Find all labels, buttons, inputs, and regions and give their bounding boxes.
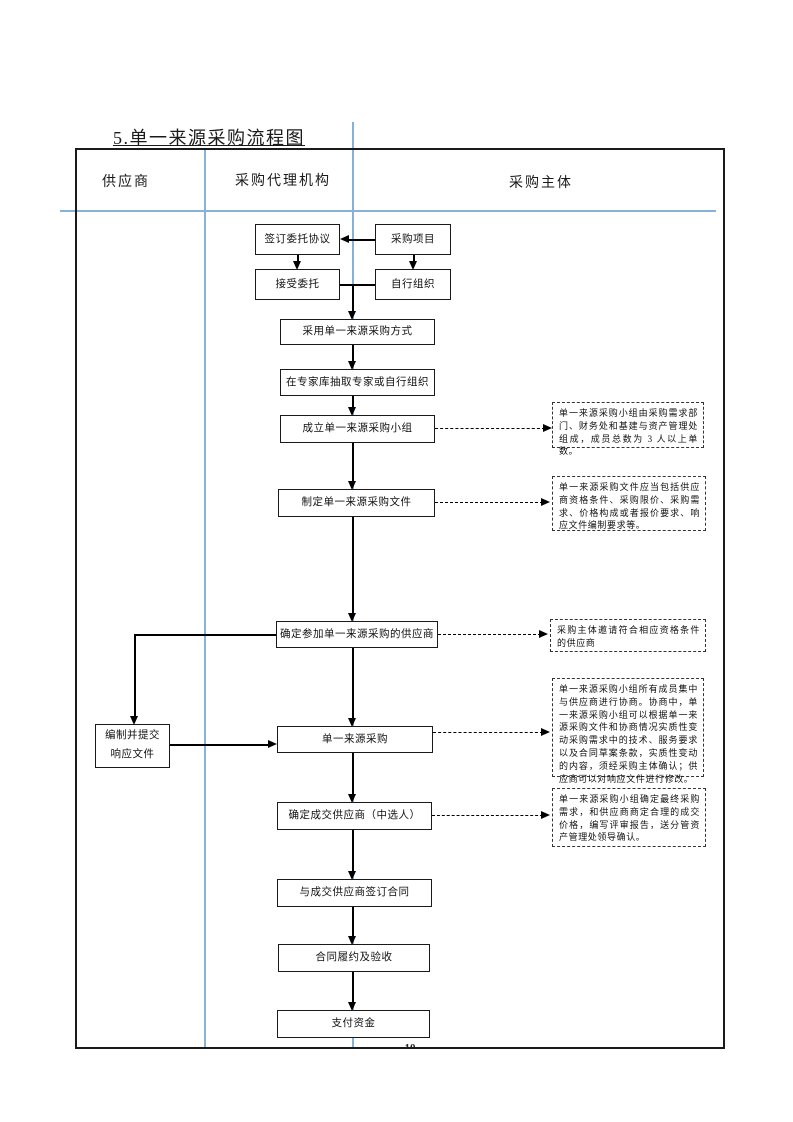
- flow-box-accept-entrustment: 接受委托: [255, 269, 340, 300]
- prepare-response-line2: 响应文件: [110, 749, 155, 760]
- dashed-arrow-confirm-note-shaft: [432, 815, 543, 816]
- arrow-contract-to-acceptance-shaft: [352, 907, 354, 936]
- flow-box-self-organize: 自行组织: [375, 269, 451, 300]
- flow-box-determine-winner: 确定成交供应商（中选人）: [277, 802, 432, 830]
- dashed-arrow-invite-note-head: [539, 630, 548, 638]
- dashed-arrow-confirm-note-head: [541, 811, 550, 819]
- dashed-arrow-document-note-shaft: [435, 502, 543, 503]
- arrow-experts-to-team-shaft: [352, 396, 354, 407]
- arrow-acceptance-to-pay-shaft: [352, 972, 354, 1002]
- prepare-response-line1: 编制并提交: [105, 730, 160, 742]
- arrow-response-to-procurement-shaft: [170, 744, 268, 746]
- note-team-composition: 单一来源采购小组由采购需求部门、财务处和基建与资产管理处组成，成员总数为 3 人…: [552, 402, 704, 456]
- arrow-experts-to-team-head: [348, 407, 356, 416]
- flow-box-procurement-project: 采购项目: [375, 224, 451, 255]
- flow-box-adopt-method: 采用单一来源采购方式: [280, 319, 435, 345]
- flow-box-draw-experts: 在专家库抽取专家或自行组织: [280, 369, 435, 396]
- arrow-to-adopt-method-head: [348, 311, 356, 320]
- flow-box-sign-contract: 与成交供应商签订合同: [277, 879, 432, 907]
- arrow-acceptance-to-pay-head: [348, 1002, 356, 1011]
- dashed-arrow-negotiation-note-head: [541, 728, 550, 736]
- flow-box-contract-acceptance: 合同履约及验收: [278, 944, 430, 972]
- arrow-agreement-to-accept-shaft: [297, 255, 299, 261]
- dashed-arrow-team-note-shaft: [435, 428, 545, 429]
- arrow-winner-to-contract-shaft: [352, 830, 354, 871]
- flow-box-prepare-response: 编制并提交 响应文件: [95, 724, 170, 768]
- arrow-team-to-document-shaft: [352, 443, 354, 481]
- arrow-adopt-to-experts-shaft: [352, 345, 354, 361]
- flow-box-pay-funds: 支付资金: [277, 1010, 430, 1038]
- header-divider-line: [60, 210, 716, 212]
- page-number-text: 10: [404, 1042, 416, 1048]
- arrow-procurement-to-winner-head: [348, 794, 356, 803]
- dashed-arrow-team-note-head: [543, 424, 552, 432]
- lane-divider-line-left: [204, 148, 206, 1049]
- arrow-project-to-selforganize-head: [409, 261, 417, 270]
- arrow-team-to-document-head: [348, 481, 356, 490]
- page-title: 5.单一来源采购流程图: [113, 128, 305, 148]
- arrow-to-adopt-method-shaft: [352, 285, 354, 311]
- arrow-project-to-agreement-head: [340, 235, 349, 243]
- lane-label-supplier: 供应商: [102, 175, 150, 190]
- route-participants-to-response-h: [134, 634, 276, 636]
- dashed-arrow-invite-note-shaft: [438, 634, 541, 635]
- arrow-document-to-participants-shaft: [352, 517, 354, 613]
- arrow-winner-to-contract-head: [348, 871, 356, 880]
- arrow-agreement-to-accept-head: [293, 261, 301, 270]
- dashed-arrow-negotiation-note-shaft: [433, 732, 543, 733]
- flow-box-sole-source-procurement: 单一来源采购: [277, 726, 433, 753]
- note-final-confirmation: 单一来源采购小组确定最终采购需求，和供应商商定合理的成交价格，编写评审报告，送分…: [552, 788, 706, 847]
- arrow-project-to-agreement-shaft: [349, 239, 375, 241]
- connector-accept-selforganize: [340, 284, 375, 286]
- lane-label-agency: 采购代理机构: [235, 174, 331, 189]
- arrow-document-to-participants-head: [348, 613, 356, 622]
- dashed-arrow-document-note-head: [541, 498, 550, 506]
- flow-box-sign-agreement: 签订委托协议: [255, 224, 340, 255]
- flow-box-prepare-document: 制定单一来源采购文件: [278, 489, 435, 517]
- route-participants-to-response-v: [134, 634, 136, 716]
- arrow-response-to-procurement-head: [268, 740, 277, 748]
- note-invite-suppliers: 采购主体邀请符合相应资格条件的供应商: [550, 619, 706, 652]
- note-document-content: 单一来源采购文件应当包括供应商资格条件、采购限价、采购需求、价格构成或者报价要求…: [552, 476, 706, 531]
- arrow-participants-to-procurement-shaft: [352, 648, 354, 718]
- arrow-adopt-to-experts-head: [348, 361, 356, 370]
- arrow-project-to-selforganize-shaft: [413, 255, 415, 261]
- arrow-procurement-to-winner-shaft: [352, 753, 354, 794]
- flow-box-determine-participants: 确定参加单一来源采购的供应商: [276, 621, 438, 648]
- route-participants-to-response-head: [130, 716, 138, 725]
- lane-label-buyer: 采购主体: [509, 176, 573, 191]
- flowchart-frame: [75, 148, 725, 1049]
- arrow-contract-to-acceptance-head: [348, 936, 356, 945]
- arrow-participants-to-procurement-head: [348, 718, 356, 727]
- flow-box-form-team: 成立单一来源采购小组: [280, 415, 435, 443]
- note-negotiation-process: 单一来源采购小组所有成员集中与供应商进行协商。协商中，单一来源采购小组可以根据单…: [552, 678, 704, 784]
- page-number: 10: [396, 1042, 424, 1048]
